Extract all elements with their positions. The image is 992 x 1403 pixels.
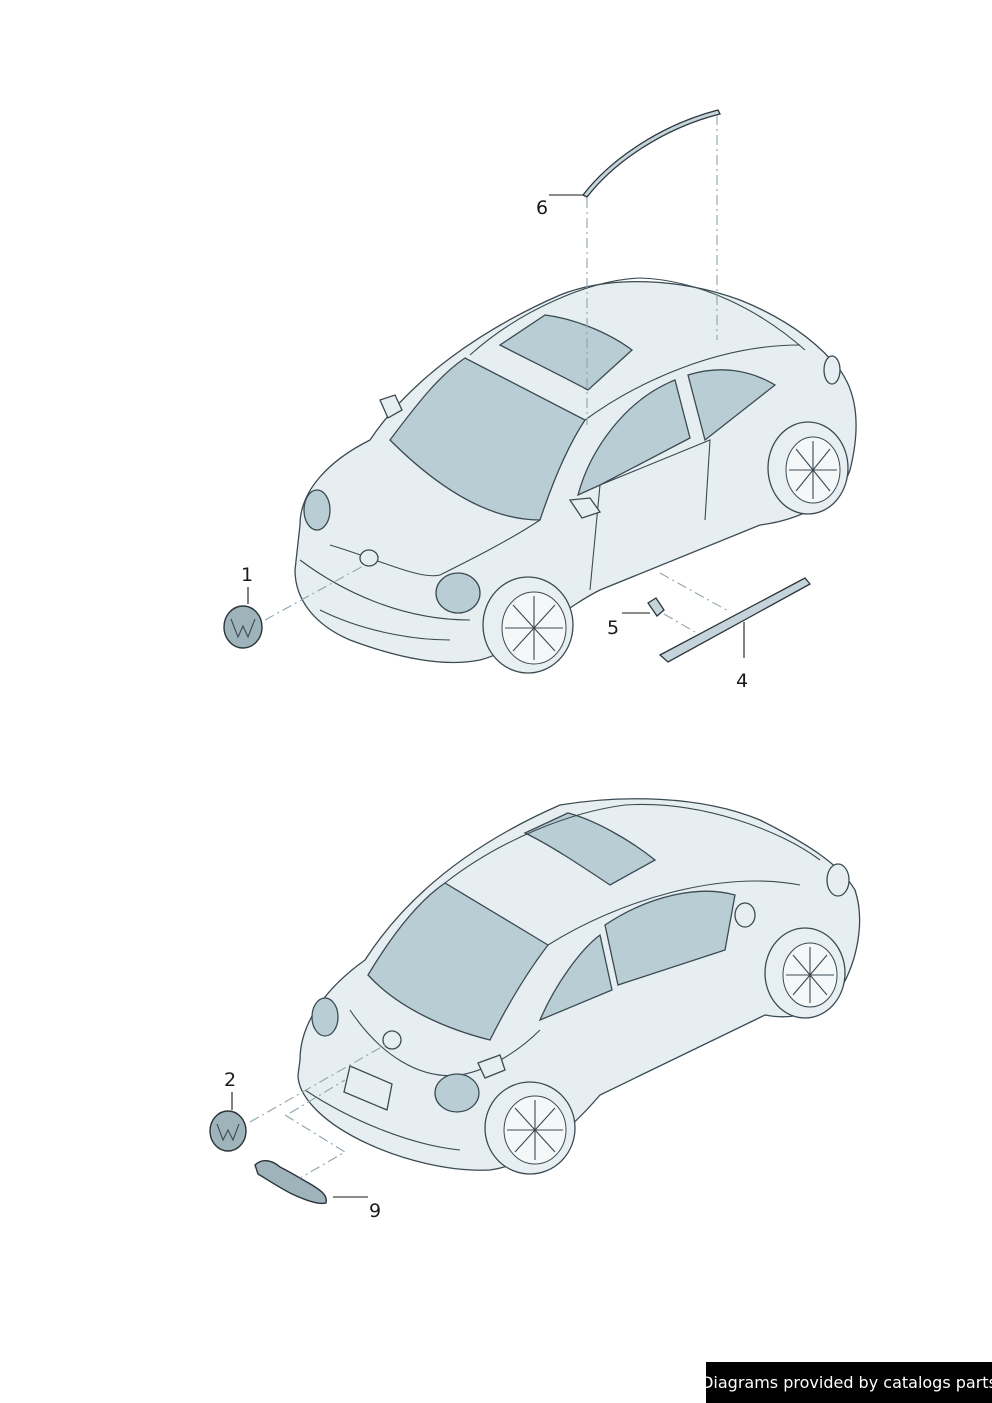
callout-4: 4 (736, 670, 749, 692)
car-front-windshield (389, 357, 586, 521)
front-emblem-part (223, 605, 263, 649)
roof-moulding-part (582, 109, 721, 198)
car-front-headlight-right (435, 572, 481, 614)
car-front-rear-window (687, 369, 777, 442)
car-front-side-window (577, 379, 691, 497)
callout-6: 6 (536, 197, 549, 219)
car-rear-side-window-front (604, 890, 736, 986)
script-lettering-part (254, 1160, 327, 1205)
rear-emblem-part (209, 1110, 247, 1152)
callout-5: 5 (607, 617, 620, 639)
car-rear-backlight (367, 882, 549, 1041)
car-rear-side-window-rear (538, 933, 613, 1022)
car-front-sunroof (498, 314, 634, 391)
credit-banner: Diagrams provided by catalogs parts (701, 1362, 992, 1403)
license-plate (343, 1065, 393, 1111)
sill-strip-part (658, 577, 812, 663)
callout-2: 2 (224, 1069, 237, 1091)
callout-9: 9 (369, 1200, 382, 1222)
callout-1: 1 (241, 564, 254, 586)
car-front-view (294, 277, 857, 674)
car-front-headlight-left (303, 489, 331, 531)
car-rear-view (297, 798, 861, 1175)
clip-part (647, 597, 665, 617)
car-rear-taillight-right (434, 1073, 480, 1113)
car-rear-sunroof (523, 812, 657, 886)
car-rear-taillight-left (311, 997, 339, 1037)
